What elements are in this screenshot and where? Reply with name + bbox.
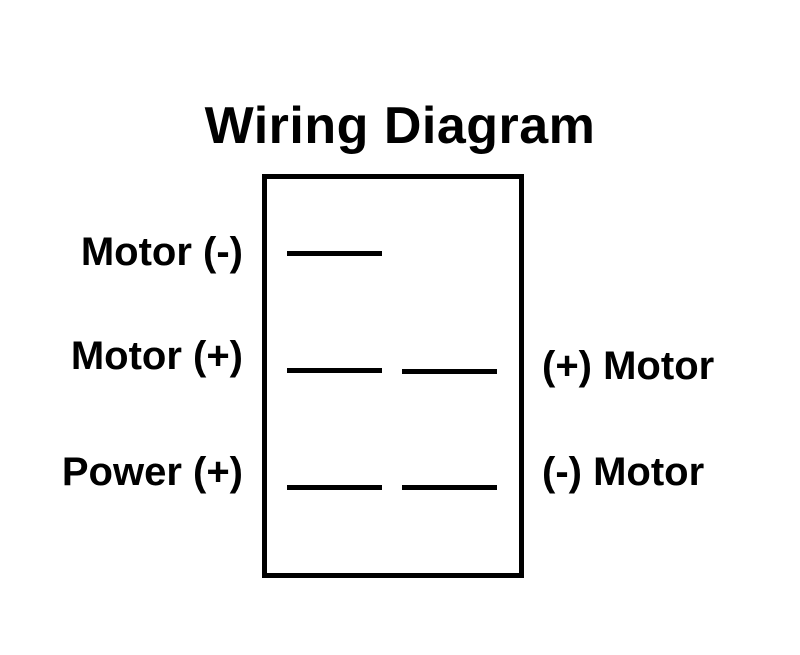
- label-motor-positive-left: Motor (+): [70, 334, 243, 378]
- terminal-right-bottom: [402, 485, 497, 490]
- switch-body-outline: [262, 174, 524, 578]
- label-power-positive-left: Power (+): [61, 450, 243, 494]
- diagram-title: Wiring Diagram: [204, 97, 596, 155]
- terminal-left-middle: [287, 368, 382, 373]
- terminal-left-bottom: [287, 485, 382, 490]
- terminal-right-middle: [402, 369, 497, 374]
- label-motor-negative-right: (-) Motor: [542, 450, 705, 494]
- terminal-left-top: [287, 251, 382, 256]
- label-motor-negative-left: Motor (-): [80, 230, 243, 274]
- label-motor-positive-right: (+) Motor: [542, 344, 715, 388]
